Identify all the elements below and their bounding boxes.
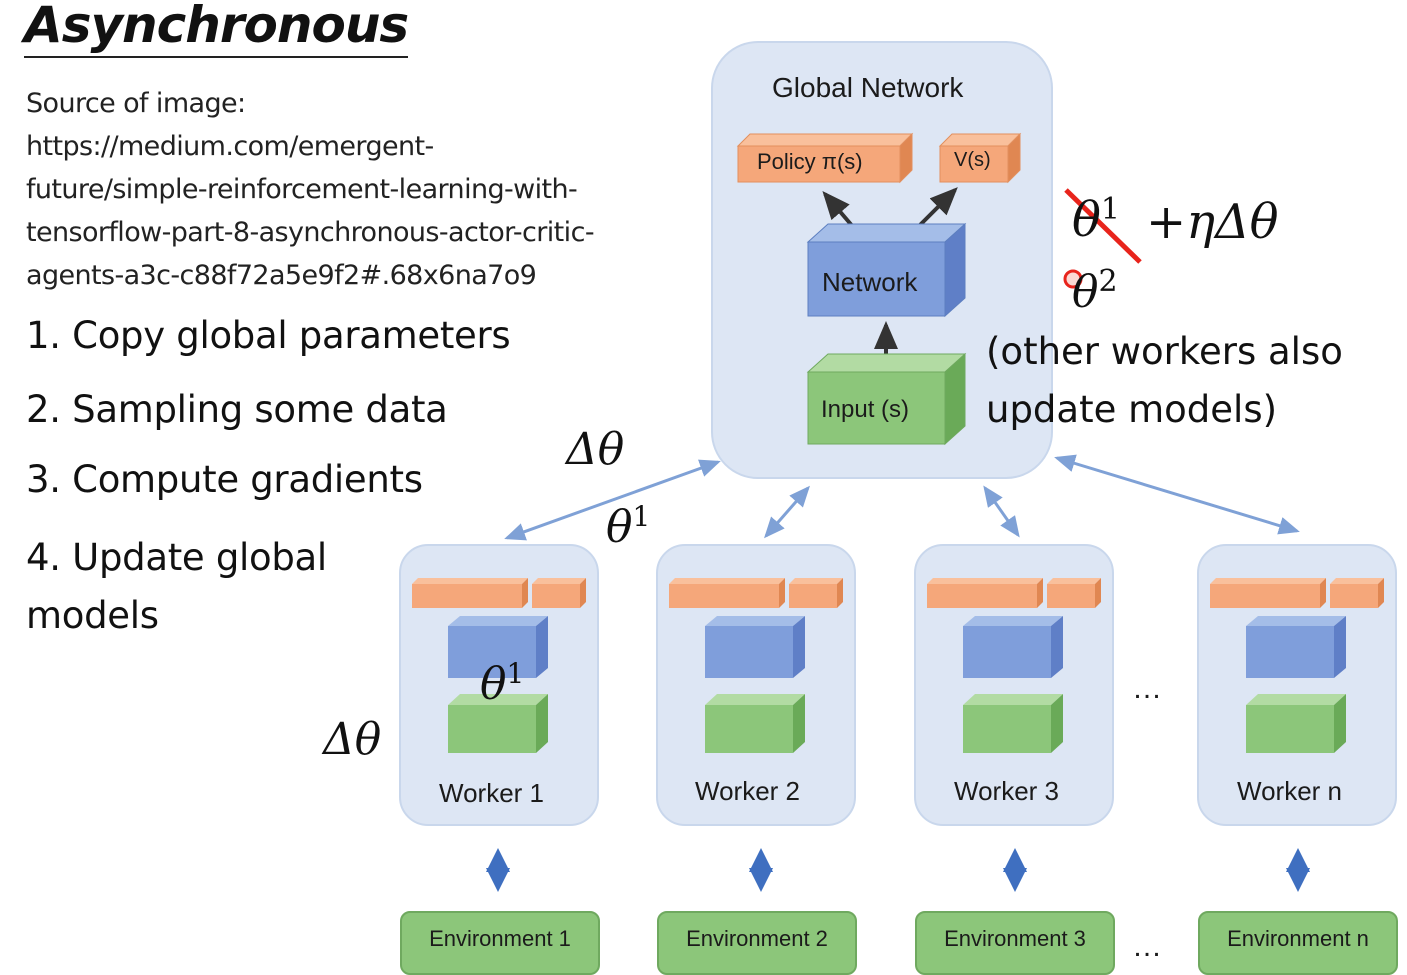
step-3: 3. Compute gradients — [26, 458, 423, 501]
worker-n-label: Worker n — [1237, 776, 1342, 806]
theta-symbol: θ — [1072, 192, 1101, 248]
worker-panel-3 — [914, 544, 1114, 826]
worker-2-blocks — [669, 578, 843, 753]
worker-3-blocks — [927, 578, 1101, 753]
environment-2: Environment 2 — [657, 911, 857, 975]
worker-panel-1 — [399, 544, 599, 826]
source-line: tensorflow-part-8-asynchronous-actor-cri… — [26, 217, 595, 248]
worker-1-blocks — [412, 578, 586, 753]
step-1: 1. Copy global parameters — [26, 314, 511, 357]
input-label: Input (s) — [821, 396, 910, 423]
theta1-worker: θ1 — [480, 657, 524, 710]
update-rule: +ηΔθ — [1146, 194, 1279, 250]
theta-symbol: θ — [480, 658, 507, 710]
source-line: Source of image: — [26, 88, 246, 119]
worker-3-label: Worker 3 — [954, 776, 1059, 806]
env-ellipsis: … — [1132, 930, 1162, 963]
step-4: 4. Update global — [26, 536, 327, 579]
environment-3: Environment 3 — [915, 911, 1115, 975]
delta-theta-left: Δθ — [323, 714, 382, 765]
source-line: https://medium.com/emergent- — [26, 131, 434, 162]
delta-theta-top: Δθ — [566, 424, 625, 475]
policy-label: Policy π(s) — [757, 149, 863, 174]
image-source-note: Source of image: https://medium.com/emer… — [26, 82, 706, 297]
sync-arrow-2 — [764, 485, 810, 539]
source-line: agents-a3c-c88f72a5e9f2#.68x6na7o9 — [26, 260, 537, 291]
network-label: Network — [822, 267, 918, 297]
workers-ellipsis: … — [1132, 672, 1162, 705]
theta1-top: θ1 — [606, 500, 650, 553]
global-value-block — [938, 132, 1022, 184]
sync-arrow-1 — [504, 459, 721, 541]
value-label: V(s) — [954, 149, 991, 171]
other-workers-note-line2: update models) — [986, 388, 1278, 431]
worker-panel-2 — [656, 544, 856, 826]
theta-symbol: θ — [606, 501, 633, 553]
pointer-dot — [1063, 269, 1083, 289]
sync-arrow-n — [1054, 454, 1300, 535]
global-policy-block — [736, 132, 914, 184]
worker-panel-n — [1197, 544, 1397, 826]
worker-2-label: Worker 2 — [695, 776, 800, 806]
superscript: 2 — [1098, 264, 1118, 299]
worker-1-label: Worker 1 — [439, 778, 544, 808]
theta-symbol: θ — [1072, 266, 1099, 318]
theta2: θ2 — [1072, 264, 1118, 318]
environment-n: Environment n — [1198, 911, 1398, 975]
global-network-block — [806, 222, 967, 318]
source-line: future/simple-reinforcement-learning-wit… — [26, 174, 578, 205]
global-network-title: Global Network — [772, 72, 964, 103]
other-workers-note-line1: (other workers also — [986, 330, 1343, 373]
superscript: 1 — [632, 500, 651, 533]
sync-arrow-3 — [983, 485, 1020, 538]
step-2: 2. Sampling some data — [26, 388, 448, 431]
superscript: 1 — [1100, 192, 1120, 227]
step-4-cont: models — [26, 594, 159, 637]
theta1-struck: θ1 — [1072, 192, 1120, 248]
global-input-block — [806, 352, 967, 446]
strike-mark — [1064, 188, 1142, 264]
superscript: 1 — [506, 657, 525, 690]
environment-1: Environment 1 — [400, 911, 600, 975]
slide-title: Asynchronous — [24, 0, 409, 58]
worker-n-blocks — [1210, 578, 1384, 753]
